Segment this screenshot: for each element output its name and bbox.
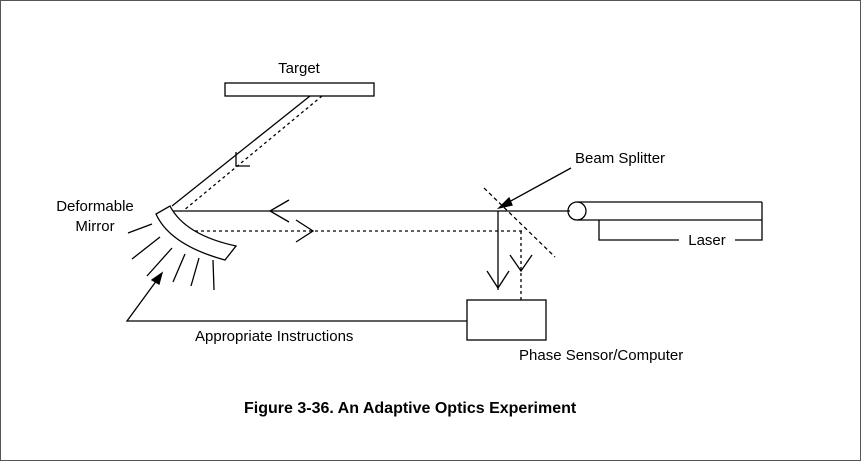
deformable-mirror-label-line1: Deformable bbox=[56, 198, 134, 215]
appropriate-instructions-label: Appropriate Instructions bbox=[195, 328, 353, 345]
beam-to-sensor-arrow bbox=[486, 270, 510, 290]
laser-label: Laser bbox=[688, 232, 726, 249]
actuator-2 bbox=[131, 236, 161, 260]
laser-label-bracket-left bbox=[598, 220, 679, 241]
actuator-6 bbox=[212, 259, 215, 291]
phase-sensor-box bbox=[466, 299, 547, 341]
target-label: Target bbox=[278, 60, 321, 77]
beam-to-target bbox=[171, 95, 311, 207]
return-arrow-head bbox=[235, 152, 250, 167]
actuator-5 bbox=[190, 257, 200, 287]
target-plate bbox=[224, 82, 375, 97]
actuator-3 bbox=[146, 247, 173, 277]
dotted-beam-to-sensor-arrow bbox=[509, 254, 533, 273]
actuator-4 bbox=[172, 253, 186, 283]
deformable-mirror bbox=[155, 205, 238, 261]
laser-label-bracket-right bbox=[735, 220, 763, 241]
beam-from-target bbox=[182, 95, 323, 212]
phase-sensor-label: Phase Sensor/Computer bbox=[519, 347, 683, 364]
deformable-mirror-label-line2: Mirror bbox=[75, 218, 114, 235]
beam-splitter-pointer bbox=[506, 167, 572, 204]
feedback-arrow-head bbox=[150, 271, 164, 285]
reflected-beam-arrow bbox=[295, 219, 315, 243]
beam-splitter bbox=[483, 187, 556, 258]
laser-beam-arrow bbox=[268, 199, 290, 223]
beam-splitter-pointer-head bbox=[496, 196, 513, 210]
feedback-line bbox=[125, 279, 467, 322]
beam-splitter-label: Beam Splitter bbox=[575, 150, 665, 167]
figure-caption: Figure 3-36. An Adaptive Optics Experime… bbox=[244, 400, 577, 417]
actuator-1 bbox=[127, 223, 153, 234]
laser-aperture bbox=[567, 201, 587, 221]
